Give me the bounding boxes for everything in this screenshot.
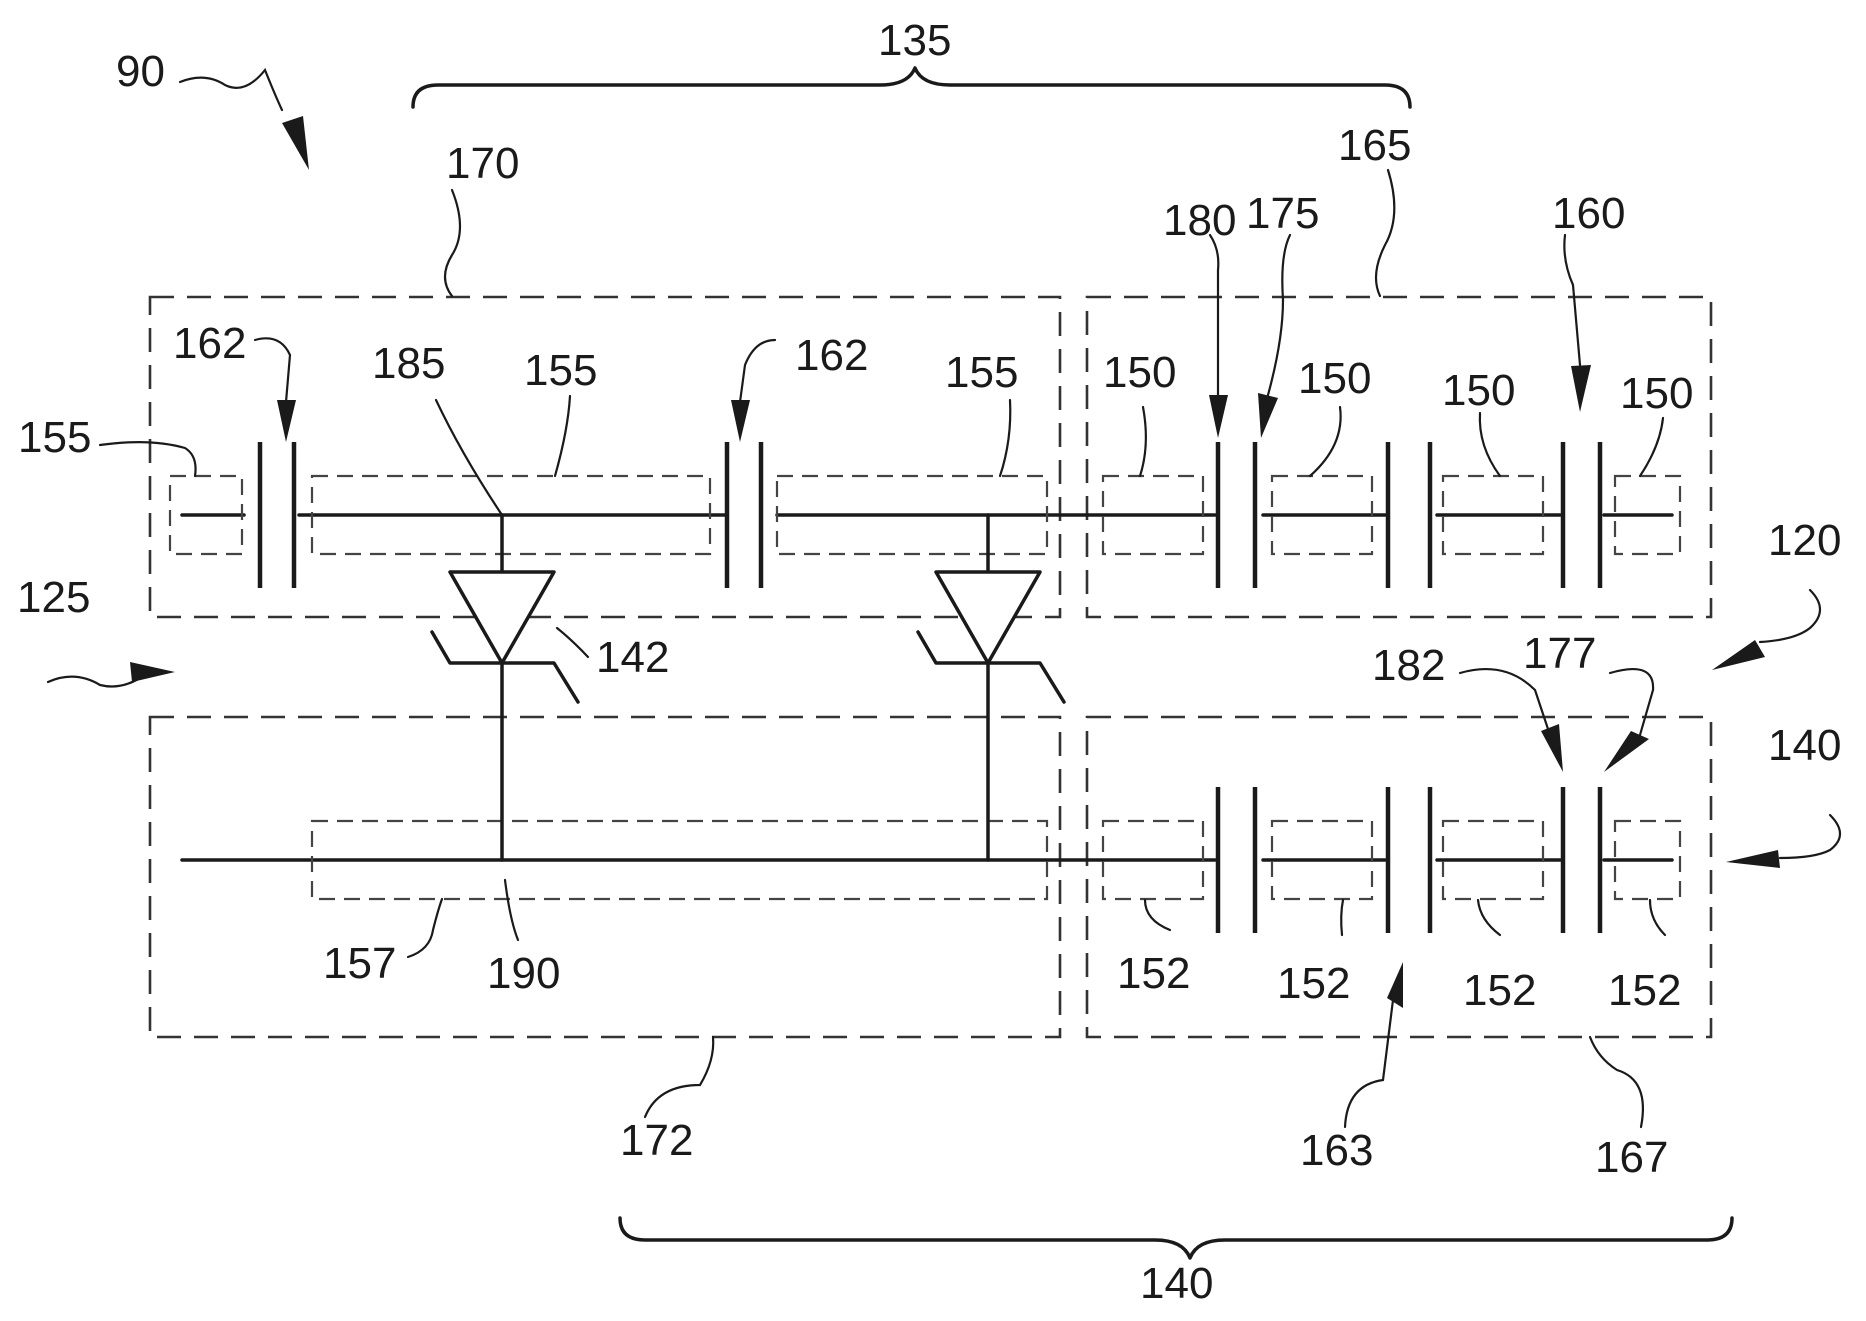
label-177: 177 [1523,629,1596,678]
label-162-right: 162 [795,331,868,380]
label-150-4: 150 [1620,369,1693,418]
zener-diode-right [916,513,1066,862]
label-157: 157 [323,939,396,988]
label-155-middle: 155 [524,346,597,395]
leader-lines [46,67,1842,1129]
label-135: 135 [878,16,951,65]
label-160: 160 [1552,189,1625,238]
label-150-1: 150 [1103,348,1176,397]
label-165: 165 [1338,121,1411,170]
lower-cells [310,819,1682,901]
upper-left-region-170 [148,295,1062,619]
lower-right-region-167 [1085,715,1713,1039]
zener-diode-left [430,513,580,862]
lower-left-region-172 [148,715,1062,1039]
label-170: 170 [446,139,519,188]
upper-right-region-165 [1085,295,1713,619]
label-140-bottom: 140 [1140,1259,1213,1308]
arrowheads [130,116,1780,1008]
lower-capacitor-plates [1215,787,1603,933]
brace-140 [618,1216,1734,1260]
label-90: 90 [116,47,165,96]
label-155-left: 155 [18,413,91,462]
label-150-3: 150 [1442,366,1515,415]
label-152-1: 152 [1117,949,1190,998]
label-172: 172 [620,1116,693,1165]
label-162-left: 162 [173,319,246,368]
label-163: 163 [1300,1126,1373,1175]
label-142: 142 [596,633,669,682]
label-155-right: 155 [945,348,1018,397]
upper-cells [168,474,1682,556]
label-185: 185 [372,339,445,388]
reference-numerals: 90 135 170 165 180 175 160 162 162 185 1… [17,16,1841,1308]
label-180: 180 [1163,196,1236,245]
label-182: 182 [1372,641,1445,690]
upper-capacitor-plates [257,442,1603,588]
label-167: 167 [1595,1133,1668,1182]
label-140-right: 140 [1768,721,1841,770]
label-150-2: 150 [1298,354,1371,403]
brace-135 [411,66,1412,109]
label-152-4: 152 [1608,966,1681,1015]
label-152-3: 152 [1463,966,1536,1015]
label-125: 125 [17,573,90,622]
label-190: 190 [487,949,560,998]
label-120: 120 [1768,516,1841,565]
label-152-2: 152 [1277,959,1350,1008]
label-175: 175 [1246,189,1319,238]
